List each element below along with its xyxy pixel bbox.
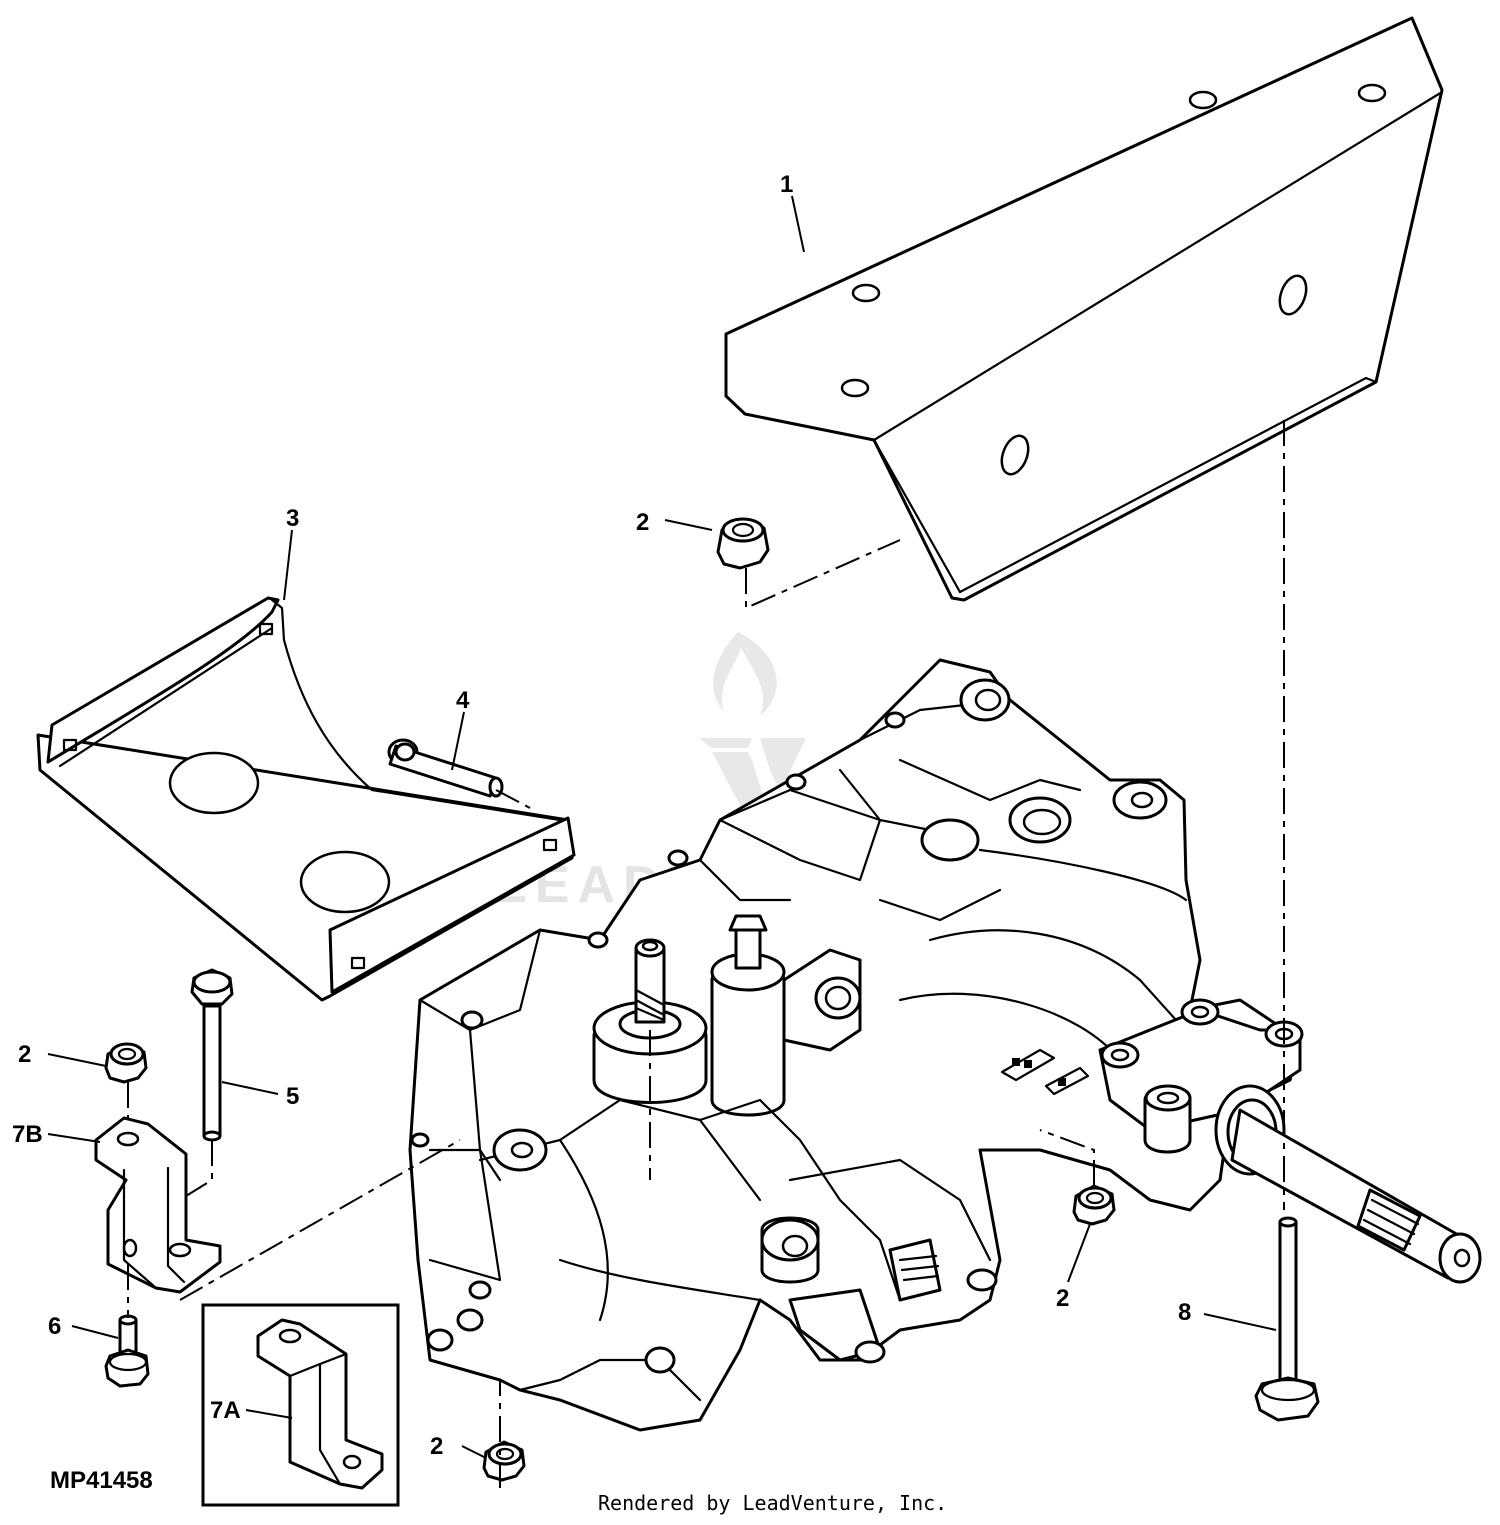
part-2-nut-right [1072, 1184, 1116, 1226]
part-4-pin [387, 738, 504, 798]
callout-6: 6 [48, 1313, 61, 1340]
callout-2: 2 [430, 1433, 443, 1460]
callouts: 1 2 3 4 2 5 7B 6 7A 2 8 2 [12, 171, 1191, 1460]
leader-lines [47, 195, 1277, 1459]
callout-4: 4 [456, 687, 470, 714]
part-7b-bracket [94, 1116, 222, 1294]
callout-5: 5 [286, 1083, 299, 1110]
plate-hole [1278, 274, 1308, 316]
bracket-hole [168, 751, 260, 815]
callout-1: 1 [780, 171, 793, 198]
bracket-hole [299, 850, 391, 914]
callout-2: 2 [18, 1041, 31, 1068]
transaxle [408, 658, 1482, 1432]
part-1-mounting-plate [724, 16, 1444, 602]
callout-7b: 7B [12, 1121, 43, 1148]
plate-hole [1188, 90, 1218, 110]
callout-2: 2 [636, 509, 649, 536]
figure-id: MP41458 [50, 1467, 153, 1494]
callout-7a: 7A [210, 1397, 241, 1424]
part-5-bolt [190, 968, 234, 1142]
part-2-nut-left [104, 1042, 148, 1084]
inset-7a [201, 1303, 400, 1507]
plate-hole [1000, 434, 1030, 476]
plate-hole [1357, 83, 1387, 103]
part-3-bracket [36, 596, 576, 1002]
callout-8: 8 [1178, 1299, 1191, 1326]
plate-hole [851, 283, 881, 303]
callout-2: 2 [1056, 1285, 1069, 1312]
part-2-nut-top [716, 517, 770, 570]
render-credit: Rendered by LeadVenture, Inc. [598, 1491, 947, 1515]
part-2-nut-bottom [482, 1440, 526, 1482]
assembly-lines [127, 420, 1285, 1488]
part-8-bolt [1254, 1216, 1320, 1422]
plate-hole [840, 378, 870, 398]
callout-3: 3 [286, 505, 299, 532]
part-6-bolt [104, 1314, 150, 1388]
